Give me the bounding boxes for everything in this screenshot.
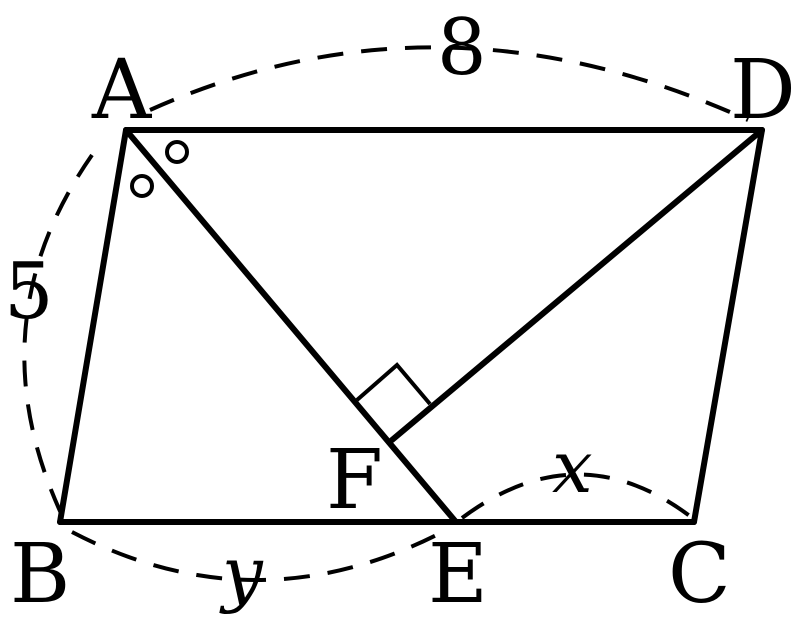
side-dc: [691, 127, 765, 525]
segment-df: [389, 127, 765, 443]
dimension-arc-be: [71, 526, 451, 582]
vertex-label-d: D: [730, 43, 796, 138]
length-label-ad: 8: [437, 3, 487, 93]
length-label-ec: x: [552, 425, 593, 509]
angle-mark-2: [130, 174, 154, 198]
segment-ae: [123, 127, 459, 525]
length-label-be: y: [219, 531, 264, 615]
angle-mark-1: [165, 140, 189, 164]
dimension-arc-ab: [22, 153, 94, 529]
vertex-label-c: C: [668, 527, 731, 622]
side-ab: [57, 127, 129, 525]
right-angle-mark: [355, 362, 432, 406]
vertex-label-a: A: [91, 43, 153, 138]
vertex-label-f: F: [326, 433, 383, 528]
vertex-label-e: E: [428, 527, 488, 622]
vertex-label-b: B: [10, 527, 70, 622]
length-label-ab: 5: [4, 247, 54, 337]
